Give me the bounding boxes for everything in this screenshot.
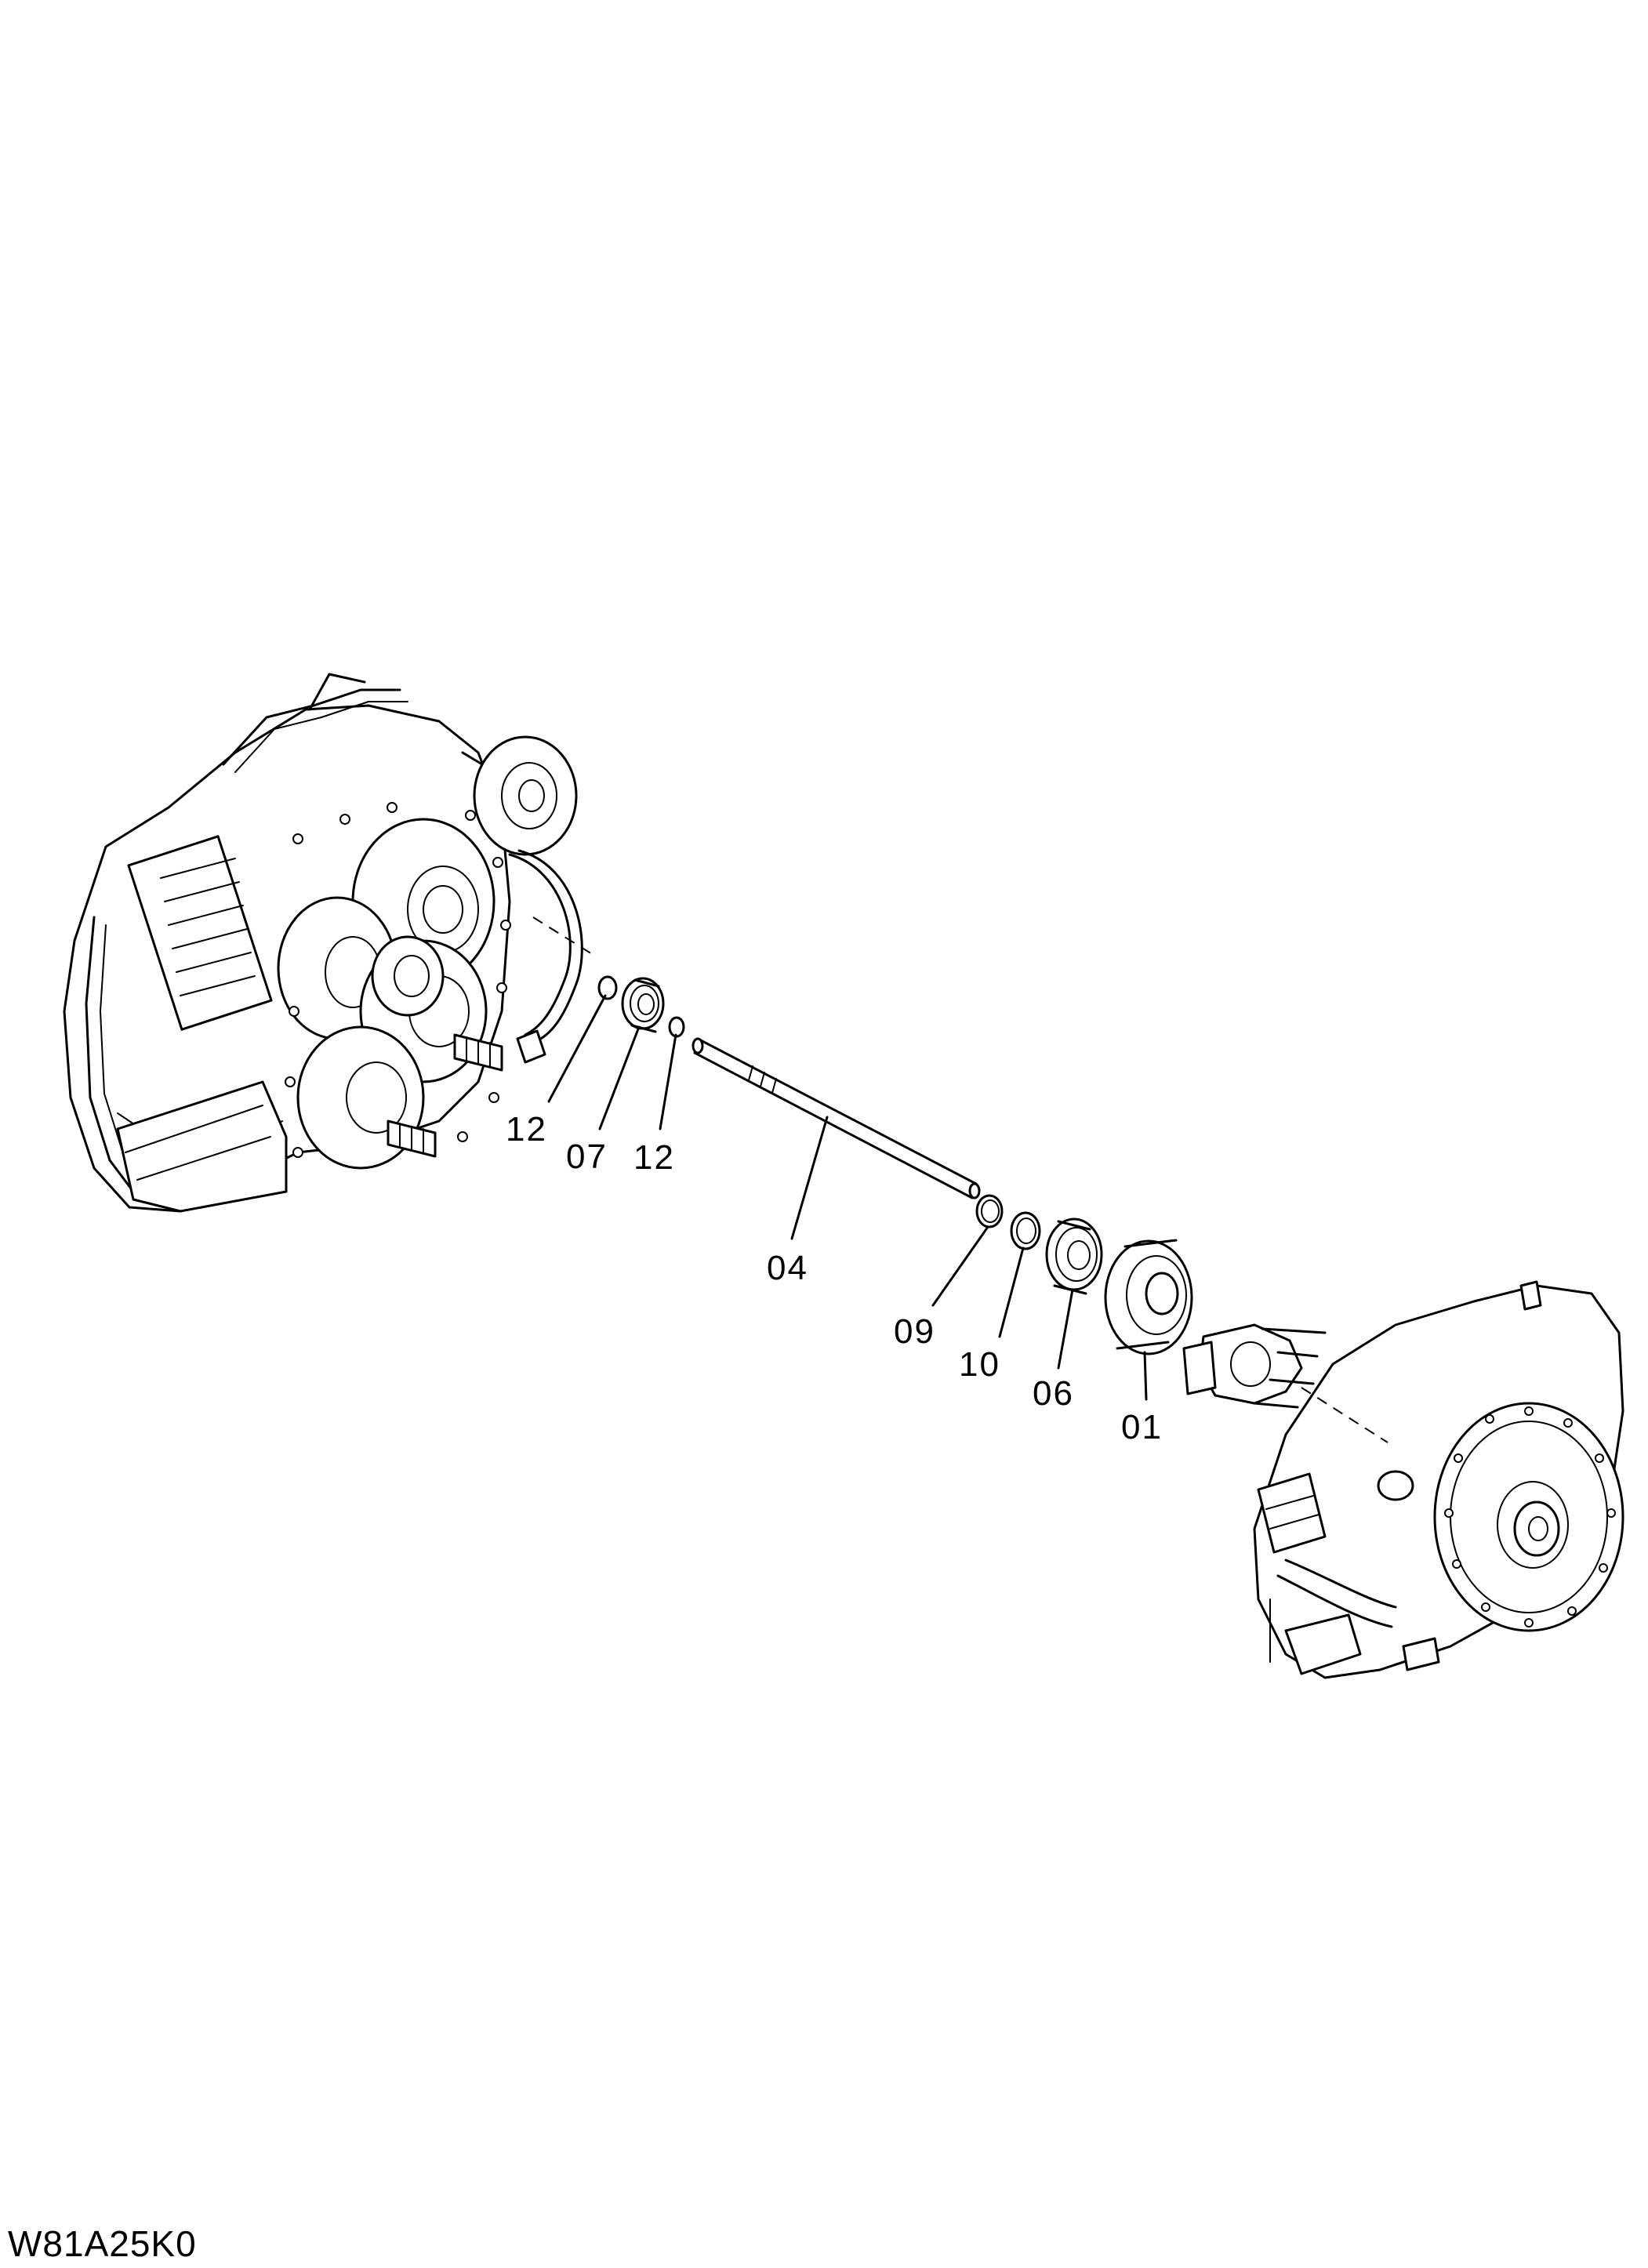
- callout-04: 04: [767, 1249, 808, 1287]
- converter-housing-right: [1253, 1280, 1624, 1679]
- callout-12-right: 12: [633, 1138, 675, 1177]
- callout-10: 10: [959, 1345, 1000, 1384]
- callout-12-left: 12: [506, 1110, 547, 1149]
- part-04-shaft: [692, 1037, 981, 1199]
- part-12-snap-ring-left: [597, 975, 618, 1000]
- leader-lines: [547, 994, 1148, 1401]
- part-12-snap-ring-right: [668, 1016, 685, 1038]
- callout-01: 01: [1121, 1408, 1163, 1446]
- part-10-ring: [1010, 1211, 1041, 1250]
- part-07-bearing: [621, 977, 665, 1033]
- callout-06: 06: [1033, 1374, 1074, 1413]
- callout-07: 07: [566, 1138, 608, 1176]
- callout-09: 09: [894, 1312, 935, 1351]
- part-06-bearing: [1045, 1217, 1103, 1295]
- stud-bracket: [1182, 1323, 1388, 1443]
- part-01-bearing-cap: [1104, 1239, 1193, 1355]
- drawing-id: W81A25K0: [8, 2223, 197, 2264]
- part-09-ring: [975, 1194, 1004, 1228]
- transmission-housing-left: [63, 673, 583, 1213]
